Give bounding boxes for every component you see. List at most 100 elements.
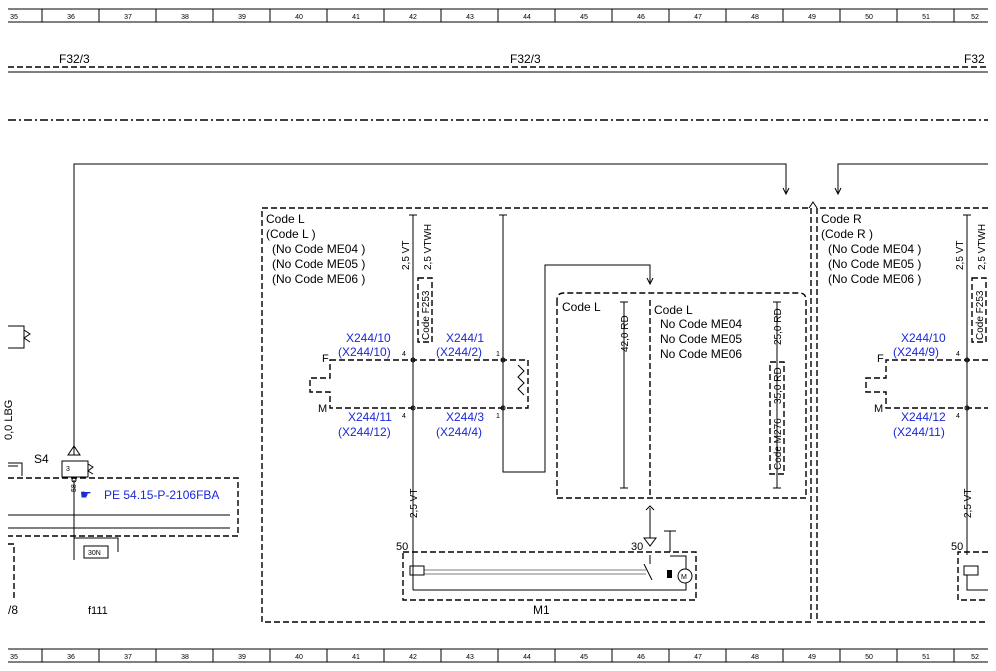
code-r-line-5: (No Code ME06 ): [828, 272, 921, 286]
motor-symbol: M: [681, 574, 687, 581]
top-col-52: 52: [971, 14, 979, 21]
top-col-40: 40: [295, 14, 303, 21]
r-x244-11-alt: (X244/11): [893, 425, 945, 439]
wire-2-5-vt: 2,5 VT: [401, 241, 412, 270]
bottom-col-37: 37: [124, 654, 132, 661]
bottom-col-50: 50: [865, 654, 873, 661]
code-m276: Code M276: [773, 418, 784, 470]
pin-4-bottom: 4: [402, 413, 406, 420]
left-switch-block: 0,0 LBG S4 3 58 30N ☛ PE 54.15-P-2106FBA…: [3, 325, 239, 617]
bottom-ruler-labels: 35 36 37 38 39 40 41 42 43 44 45 46 47 4…: [10, 654, 979, 661]
code-r-line-1: Code R: [821, 212, 862, 226]
r-wire-2-5-vtwh: 2,5 VTWH: [977, 224, 988, 270]
wire-42-rd: 42,0 RD: [620, 315, 631, 352]
x244-11: X244/11: [348, 410, 392, 424]
code-r-line-3: (No Code ME04 ): [828, 242, 921, 256]
ground-triangle-icon: [643, 537, 657, 547]
bottom-col-39: 39: [238, 654, 246, 661]
x244-2-alt: (X244/2): [436, 345, 482, 359]
wire-2-5-vtwh: 2,5 VTWH: [423, 224, 434, 270]
fuse-label-center: F32/3: [510, 52, 541, 66]
motor-m1-housing: [402, 551, 697, 601]
region-code-r: Code R (Code R ) (No Code ME04 ) (No Cod…: [808, 201, 988, 623]
fuse-label-right: F32: [964, 52, 985, 66]
wire-35-rd: 35,0 RD: [773, 367, 784, 404]
top-col-50: 50: [865, 14, 873, 21]
x244-12-alt: (X244/12): [338, 425, 391, 439]
reference-link[interactable]: PE 54.15-P-2106FBA: [104, 488, 219, 502]
code-f253: Code F253: [421, 290, 432, 340]
top-col-45: 45: [580, 14, 588, 21]
left-vert-text: 0,0 LBG: [3, 400, 15, 440]
x244-10: X244/10: [346, 331, 391, 345]
bottom-col-52: 52: [971, 654, 979, 661]
pin-50: 50: [396, 541, 408, 553]
pin-1-top: 1: [496, 351, 500, 358]
top-col-38: 38: [181, 14, 189, 21]
top-ruler: 35 36 37 38 39 40 41 42 43 44 45 46 47 4…: [8, 8, 988, 23]
top-col-44: 44: [523, 14, 531, 21]
bottom-col-42: 42: [409, 654, 417, 661]
bottom-ruler: 35 36 37 38 39 40 41 42 43 44 45 46 47 4…: [8, 648, 988, 663]
region-r-border: [816, 207, 988, 623]
top-ruler-labels: 35 36 37 38 39 40 41 42 43 44 45 46 47 4…: [10, 14, 979, 21]
top-col-42: 42: [409, 14, 417, 21]
bottom-col-51: 51: [922, 654, 930, 661]
top-col-49: 49: [808, 14, 816, 21]
x244-4-alt: (X244/4): [436, 425, 482, 439]
r-pin-4-top: 4: [956, 351, 960, 358]
bottom-col-45: 45: [580, 654, 588, 661]
connector-x244: [309, 359, 529, 409]
r-pin-50: 50: [951, 541, 963, 553]
fuse-label-left: F32/3: [59, 52, 90, 66]
region-code-l: Code L (Code L ) (No Code ME04 ) (No Cod…: [261, 207, 812, 623]
bottom-col-49: 49: [808, 654, 816, 661]
code-l-line-3: (No Code ME04 ): [272, 242, 365, 256]
r-connector-x244: [865, 359, 988, 409]
triangle-marker-icon: [67, 445, 81, 456]
region-border: [261, 207, 812, 623]
inner-no-code-me05: No Code ME05: [660, 332, 742, 346]
motor-icon: [677, 568, 693, 584]
top-col-48: 48: [751, 14, 759, 21]
x244-10-alt: (X244/10): [338, 345, 391, 359]
r-code-f253: Code F253: [975, 290, 986, 340]
relay-30n-label: 30N: [88, 550, 101, 557]
inner-no-code-me06: No Code ME06: [660, 347, 742, 361]
cut-label: /8: [8, 603, 18, 617]
r-wire-lower-2-5-vt: 2,5 VT: [963, 489, 974, 518]
top-signal-wire: [73, 163, 988, 455]
pin-1-bottom: 1: [496, 413, 500, 420]
r-connector-f-label: F: [877, 353, 884, 365]
connector-m-label: M: [318, 403, 327, 415]
pin-4-top: 4: [402, 351, 406, 358]
r-x244-12: X244/12: [901, 410, 946, 424]
bottom-col-35: 35: [10, 654, 18, 661]
top-col-37: 37: [124, 14, 132, 21]
bottom-col-38: 38: [181, 654, 189, 661]
motor-m1-label: M1: [533, 603, 550, 617]
code-l-line-2: (Code L ): [266, 227, 316, 241]
wire-lower-2-5-vt: 2,5 VT: [409, 489, 420, 518]
code-r-line-2: (Code R ): [821, 227, 873, 241]
code-r-line-4: (No Code ME05 ): [828, 257, 921, 271]
bottom-col-47: 47: [694, 654, 702, 661]
bottom-col-46: 46: [637, 654, 645, 661]
bottom-col-48: 48: [751, 654, 759, 661]
pin-30: 30: [631, 541, 643, 553]
x244-3: X244/3: [446, 410, 484, 424]
r-pin-4-bottom: 4: [956, 413, 960, 420]
wire-25-rd: 25,0 RD: [773, 308, 784, 345]
inner-no-code-me04: No Code ME04: [660, 317, 742, 331]
r-connector-m-label: M: [874, 403, 883, 415]
top-col-39: 39: [238, 14, 246, 21]
code-l-line-1: Code L: [266, 212, 305, 226]
top-col-36: 36: [67, 14, 75, 21]
top-col-47: 47: [694, 14, 702, 21]
bottom-ruler-ticks: [41, 649, 955, 662]
pin-3: 3: [66, 466, 70, 473]
inner-code-l-left: Code L: [562, 300, 601, 314]
bottom-col-44: 44: [523, 654, 531, 661]
bottom-col-41: 41: [352, 654, 360, 661]
